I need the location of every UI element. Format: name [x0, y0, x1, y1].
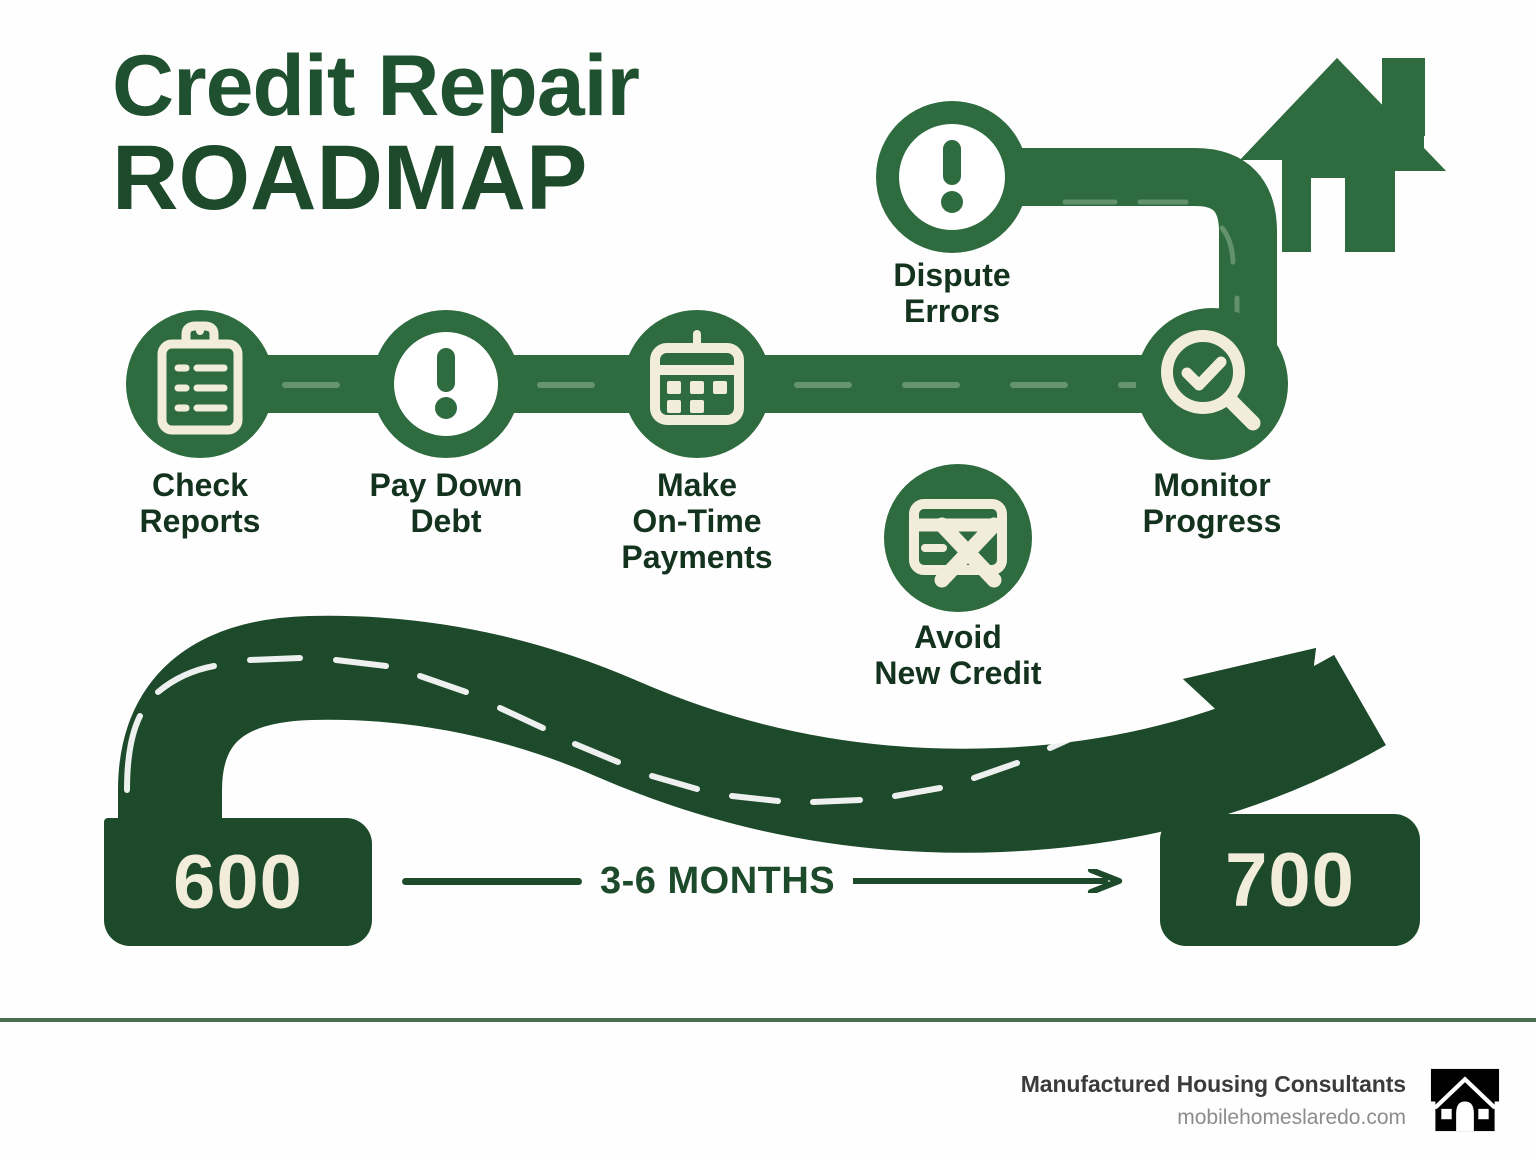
footer-website-url[interactable]: mobilehomeslaredo.com — [1177, 1105, 1406, 1129]
step-label-avoid-new-credit: Avoid New Credit — [874, 619, 1042, 691]
timeline-line — [402, 877, 582, 885]
step-label-monitor-progress: Monitor Progress — [1142, 467, 1282, 539]
exclamation-circle-icon — [899, 124, 1005, 230]
title-line-primary: Credit Repair — [112, 38, 640, 134]
step-label-check-reports: Check Reports — [139, 467, 261, 539]
step-circle-check-reports[interactable] — [126, 310, 274, 458]
step-circle-avoid-new-credit[interactable] — [884, 464, 1032, 612]
footer-divider — [0, 1018, 1536, 1022]
roadmap-graphic — [118, 58, 1446, 900]
exclamation-circle-icon — [394, 332, 498, 436]
timeline-label: 3-6 MONTHS — [600, 859, 836, 902]
step-circle-dispute-errors[interactable] — [876, 101, 1028, 253]
timeline: 3-6 MONTHS — [402, 858, 1132, 904]
magnifier-check-icon — [1161, 330, 1261, 431]
calendar-icon — [650, 330, 744, 425]
upward-arrow-icon — [860, 648, 1316, 847]
step-circle-monitor-progress[interactable] — [1136, 308, 1288, 460]
arrow-right-icon — [853, 869, 1123, 893]
step-label-make-payments: Make On-Time Payments — [621, 467, 773, 575]
clipboard-checklist-icon — [157, 321, 243, 435]
page-title: Credit Repair ROADMAP — [112, 38, 812, 230]
house-logo-icon — [1430, 1068, 1500, 1132]
credit-card-x-icon — [909, 499, 1007, 588]
step-label-dispute-errors: Dispute Errors — [893, 257, 1011, 329]
score-start-badge: 600 — [104, 818, 372, 946]
step-circle-pay-down-debt[interactable] — [372, 310, 520, 458]
footer-text-block: Manufactured Housing Consultants mobileh… — [1021, 1071, 1406, 1130]
step-label-pay-down-debt: Pay Down Debt — [369, 467, 523, 539]
title-line-secondary: ROADMAP — [112, 127, 588, 230]
step-circle-make-payments[interactable] — [623, 310, 771, 458]
house-icon — [1240, 58, 1446, 252]
score-end-badge: 700 — [1160, 814, 1420, 946]
footer-company-name: Manufactured Housing Consultants — [1020, 1070, 1406, 1097]
road-upper-branch — [985, 148, 1277, 385]
footer: Manufactured Housing Consultants mobileh… — [0, 1046, 1536, 1154]
